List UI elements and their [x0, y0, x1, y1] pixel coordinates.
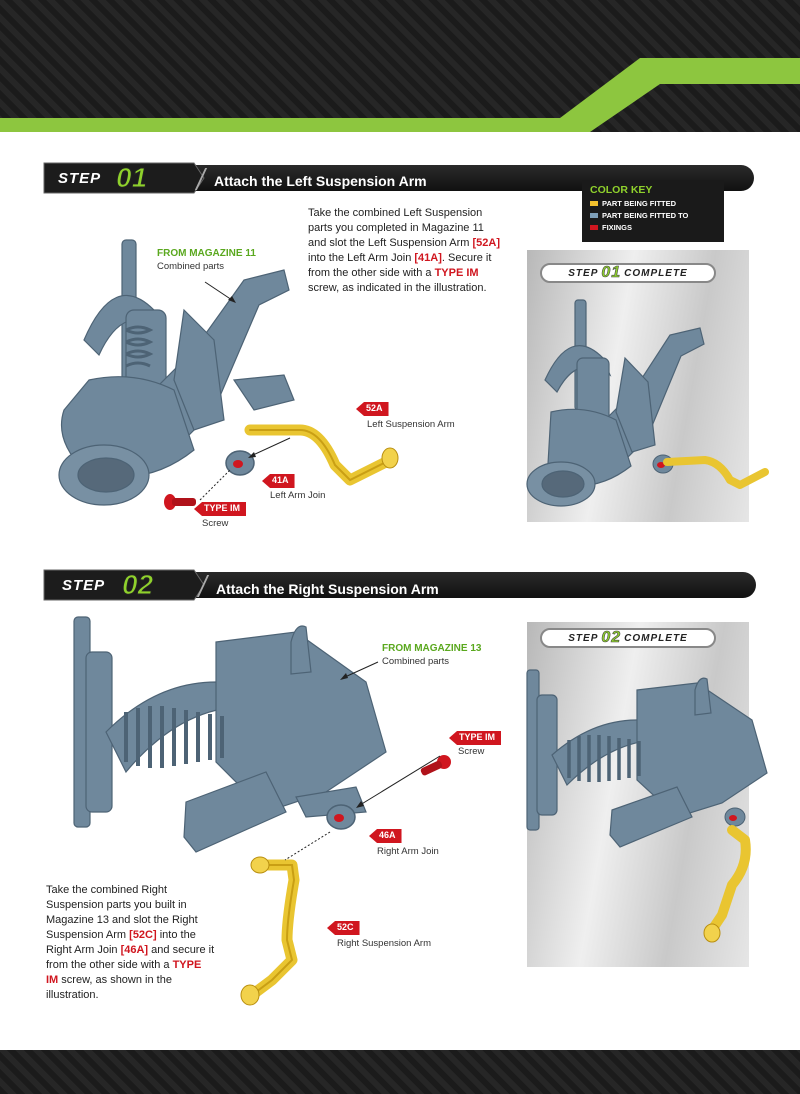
step2-screw-name: Screw	[458, 746, 485, 757]
step1-from-magazine-label: FROM MAGAZINE 11	[157, 248, 256, 259]
color-key-swatch-red	[590, 225, 598, 230]
step1-title: Attach the Left Suspension Arm	[214, 173, 427, 189]
step2-title: Attach the Right Suspension Arm	[216, 581, 439, 597]
step2-assembly-illustration	[73, 616, 387, 853]
step1-join-name: Left Arm Join	[270, 490, 326, 501]
step1-combined-parts-label: Combined parts	[157, 261, 225, 272]
step2-join-name: Right Arm Join	[377, 846, 439, 857]
header-green-stripe	[0, 58, 800, 132]
step2-arm-tag: 52C	[327, 921, 360, 935]
step1-complete-illustration	[526, 299, 769, 507]
step2-arm-name: Right Suspension Arm	[337, 938, 431, 949]
step2-join-tag: 46A	[369, 829, 402, 843]
step1-screw-tag: TYPE IM	[194, 502, 247, 516]
step1-instructions: Take the combined Left Suspension parts …	[308, 207, 501, 294]
step2-right-suspension-arm	[240, 856, 300, 1006]
step2-screw-tag: TYPE IM	[449, 731, 502, 745]
step1-pointer-lines	[199, 281, 291, 501]
step1-assembly-illustration	[58, 239, 295, 506]
color-key-item: PART BEING FITTED TO	[590, 211, 716, 220]
step1-arm-tag: 52A	[356, 402, 389, 416]
step1-screw	[164, 494, 196, 510]
color-key-item: PART BEING FITTED	[590, 199, 716, 208]
color-key-title: COLOR KEY	[590, 184, 653, 196]
step2-step-word: STEP	[62, 577, 106, 594]
footer-carbon-band	[0, 1050, 800, 1094]
step1-screw-name: Screw	[202, 518, 229, 529]
step1-step-word: STEP	[58, 170, 102, 187]
step2-screw	[420, 755, 451, 776]
step2-complete-illustration	[526, 669, 768, 943]
step2-combined-parts-label: Combined parts	[382, 656, 450, 667]
step1-arm-name: Left Suspension Arm	[367, 419, 455, 430]
step2-instructions: Take the combined Right Suspension parts…	[46, 884, 215, 1001]
step1-left-suspension-arm	[244, 424, 399, 486]
color-key-item: FIXINGS	[590, 223, 716, 232]
color-key-swatch-blue	[590, 213, 598, 218]
step1-step-number: 01	[115, 162, 148, 194]
step1-badge	[43, 162, 205, 194]
color-key-swatch-yellow	[590, 201, 598, 206]
step2-step-number: 02	[121, 569, 154, 601]
step1-join-tag: 41A	[262, 474, 295, 488]
step2-from-magazine-label: FROM MAGAZINE 13	[382, 643, 482, 654]
color-key-panel: COLOR KEY PART BEING FITTED PART BEING F…	[582, 180, 724, 242]
